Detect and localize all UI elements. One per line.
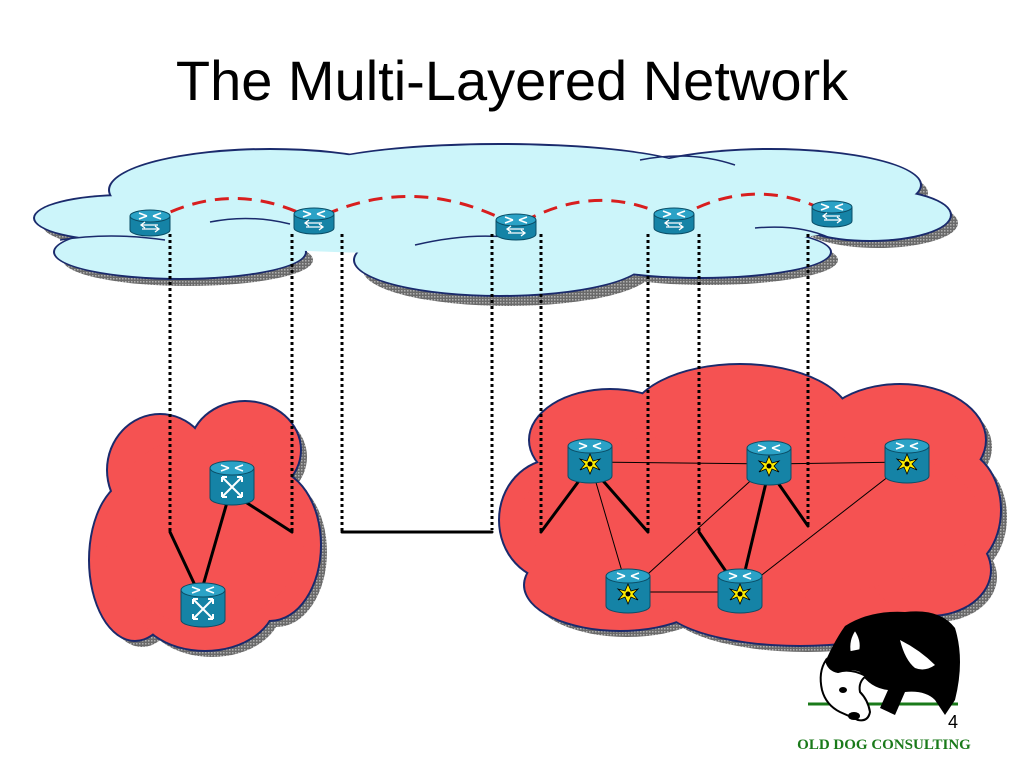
optical-switch-icon — [746, 440, 792, 486]
router-icon — [293, 207, 335, 235]
brand-name: OLD DOG CONSULTING — [797, 737, 971, 753]
page-number: 4 — [948, 712, 959, 732]
sheepdog-logo — [808, 611, 960, 722]
router-icon — [129, 209, 171, 237]
router-icon — [495, 213, 537, 241]
switch-icon — [180, 582, 226, 628]
optical-switch-icon — [717, 568, 763, 614]
optical-overlay-path — [149, 192, 831, 228]
switch-icon — [209, 460, 255, 506]
router-icon — [653, 207, 695, 235]
router-icon — [811, 200, 853, 228]
layer-drop-lines — [168, 234, 810, 532]
optical-switch-icon — [567, 438, 613, 484]
top-cloud — [33, 143, 952, 297]
optical-switch-icon — [605, 568, 651, 614]
optical-switch-icon — [884, 438, 930, 484]
slide-title: The Multi-Layered Network — [175, 49, 849, 112]
